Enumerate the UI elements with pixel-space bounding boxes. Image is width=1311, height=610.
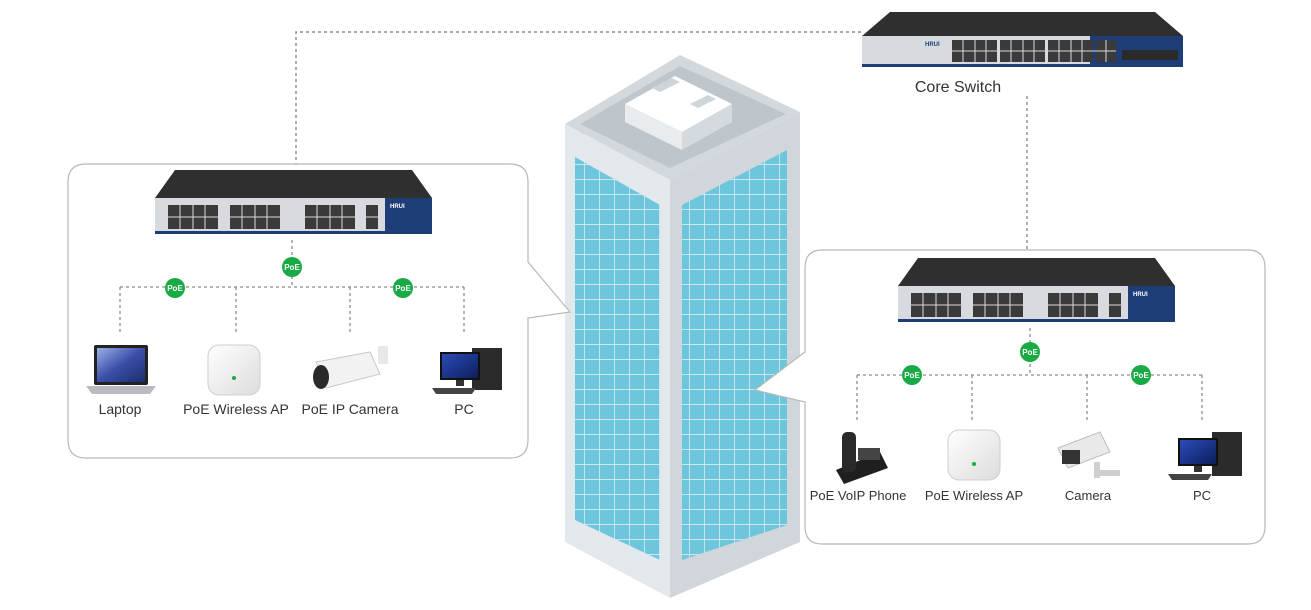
device-label: Camera [1065, 488, 1112, 503]
office-building [565, 55, 800, 598]
voip-phone-icon [836, 432, 888, 484]
svg-text:PoE: PoE [167, 284, 183, 293]
device-label: PC [454, 401, 473, 417]
svg-text:PoE: PoE [1133, 371, 1149, 380]
poe-badge: PoE [1020, 342, 1040, 362]
poe-badge: PoE [165, 278, 185, 298]
poe-badge: PoE [282, 257, 302, 277]
wireless-ap-icon [947, 429, 1001, 481]
rooftop-unit [625, 76, 732, 150]
svg-text:PoE: PoE [1022, 348, 1038, 357]
pc-icon [432, 348, 502, 394]
svg-text:PoE: PoE [284, 263, 300, 272]
svg-text:PoE: PoE [395, 284, 411, 293]
core-switch-brand: HRUI [925, 42, 940, 48]
box-camera-icon [1057, 431, 1120, 478]
left-switch-brand: HRUI [390, 204, 405, 210]
svg-text:PoE: PoE [904, 371, 920, 380]
left-poe-switch: HRUI [155, 170, 432, 234]
left-poe-links [119, 240, 465, 335]
uplink-left [295, 31, 862, 166]
device-label: PoE IP Camera [301, 401, 398, 417]
poe-badge: PoE [902, 365, 922, 385]
device-label: PC [1193, 488, 1211, 503]
poe-badge: PoE [1131, 365, 1151, 385]
poe-badge: PoE [393, 278, 413, 298]
device-label: PoE Wireless AP [183, 401, 289, 417]
left-floor-panel [67, 163, 572, 459]
core-switch: HRUI [862, 12, 1183, 67]
right-poe-switch: HRUI [898, 258, 1175, 322]
core-switch-label: Core Switch [915, 79, 1001, 96]
right-floor-panel [753, 249, 1266, 545]
pc-icon [1168, 432, 1242, 480]
device-label: PoE Wireless AP [925, 488, 1023, 503]
wireless-ap-icon [207, 344, 261, 396]
laptop-icon [86, 345, 156, 394]
bullet-camera-icon [313, 346, 388, 389]
device-label: Laptop [99, 401, 142, 417]
device-label: PoE VoIP Phone [810, 488, 907, 503]
right-switch-brand: HRUI [1133, 292, 1148, 298]
